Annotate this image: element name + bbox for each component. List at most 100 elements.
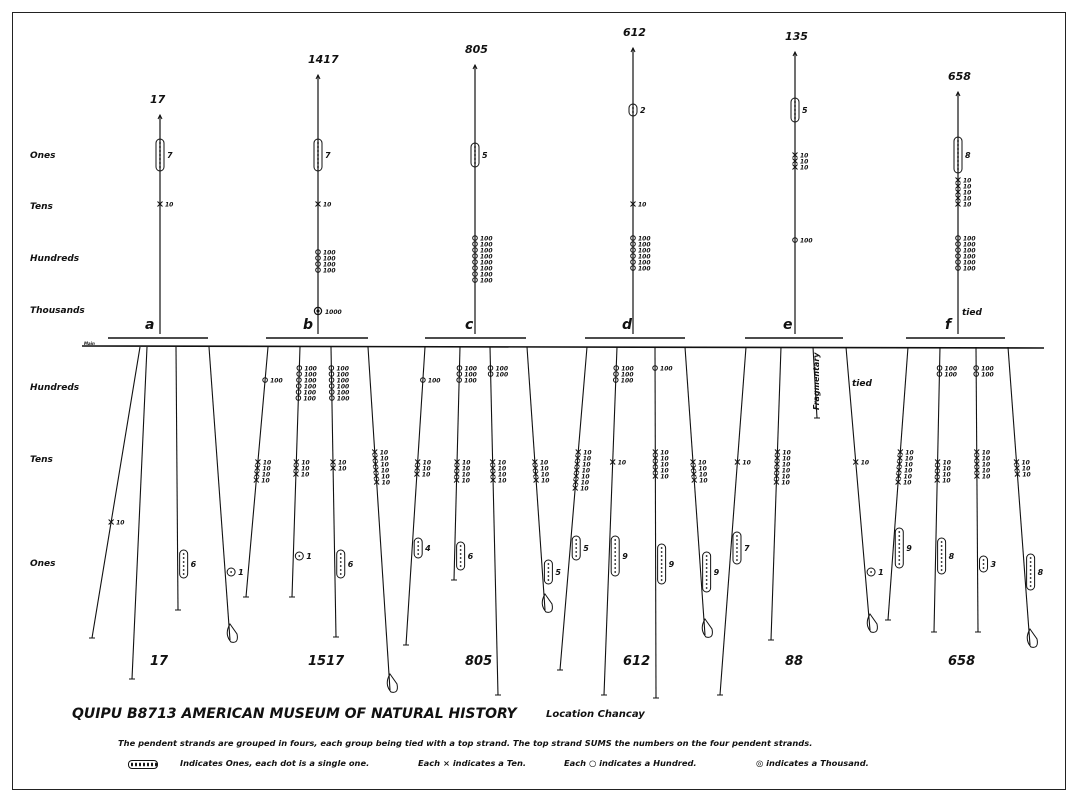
pendant-hundreds-label: 100 bbox=[621, 372, 634, 379]
pendant-strand bbox=[91, 346, 141, 639]
pendant-hundreds-knot bbox=[262, 377, 268, 383]
pendant-tens-knot bbox=[574, 461, 581, 467]
pendant-ones-cluster-dot bbox=[459, 545, 462, 547]
pendant-ones-cluster-dot bbox=[982, 563, 985, 565]
pendant-tens-label: 10 bbox=[618, 460, 626, 467]
pendant-strand bbox=[245, 346, 269, 598]
pendant-ones-cluster-dot bbox=[547, 571, 550, 573]
pendant-tens-knot bbox=[652, 467, 659, 473]
pendant-hundreds-knot bbox=[612, 377, 619, 383]
pendant-ones-cluster-dot bbox=[940, 565, 943, 567]
pendant-tens-label: 10 bbox=[263, 460, 271, 467]
pendant-tens-label: 10 bbox=[861, 460, 869, 467]
top-hundreds-knot bbox=[630, 253, 636, 259]
top-hundreds-knot bbox=[630, 259, 636, 265]
top-hundreds-label: 100 bbox=[638, 266, 651, 273]
pendant-ones-cluster-dot bbox=[614, 539, 617, 541]
pendant-ones-cluster-dot bbox=[705, 567, 708, 569]
legend-hundred-text: Each ○ indicates a Hundred. bbox=[564, 758, 697, 768]
top-hundreds-label: 100 bbox=[480, 254, 493, 261]
pendant-ones-cluster bbox=[336, 549, 346, 579]
pendant-ones-cluster-dot bbox=[1029, 581, 1032, 583]
pendant-ones-cluster-count: 9 bbox=[622, 552, 628, 561]
pendant-ones-cluster-dot bbox=[614, 555, 617, 557]
top-ones-cluster-dot bbox=[317, 162, 319, 164]
top-hundreds-knot bbox=[630, 247, 636, 253]
top-hundreds-knot bbox=[955, 265, 961, 271]
pendant-ones-cluster-dot bbox=[898, 531, 901, 533]
pendant-tens-knot bbox=[414, 465, 421, 471]
top-tens-knot bbox=[955, 177, 961, 183]
pendant-tens-label: 10 bbox=[338, 466, 346, 473]
pendant-hundreds-label: 100 bbox=[495, 366, 508, 373]
pendant-ones-cluster-dot bbox=[940, 557, 943, 559]
pendant-ones-cluster-dot bbox=[898, 539, 901, 541]
top-ones-cluster-dot bbox=[794, 105, 796, 107]
top-hundreds-label: 100 bbox=[963, 248, 976, 255]
pendant-tens-knot bbox=[490, 471, 496, 477]
pendant-tens-knot bbox=[453, 477, 460, 483]
pendant-hundreds-knot bbox=[456, 371, 463, 377]
pendant-ones-cluster-count: 5 bbox=[555, 568, 561, 577]
pendant-tens-knot bbox=[532, 459, 538, 465]
pendant-ones-cluster-dot bbox=[339, 561, 342, 563]
caption-location: Location Chancay bbox=[546, 709, 645, 720]
top-hundreds-knot bbox=[315, 267, 321, 273]
pendant-tens-label: 10 bbox=[381, 474, 389, 481]
pendant-strand bbox=[933, 346, 941, 633]
group-b: b141715177101001001001001000100101010101… bbox=[243, 53, 398, 693]
top-hundreds-label: 100 bbox=[963, 266, 976, 273]
top-tens-label: 10 bbox=[165, 202, 173, 209]
bottom-sum: 658 bbox=[948, 654, 975, 669]
pendant-hundreds-knot bbox=[936, 365, 943, 371]
pendant-tens-label: 10 bbox=[581, 474, 589, 481]
pendant-ones-cluster bbox=[702, 551, 712, 593]
top-tens-label: 10 bbox=[800, 159, 808, 166]
pendant-ones-cluster-dot bbox=[547, 579, 550, 581]
pendant-hundreds-label: 100 bbox=[337, 384, 350, 391]
pendant-loop-end bbox=[226, 623, 238, 643]
pendant-ones-cluster bbox=[866, 567, 876, 577]
top-hundreds-label: 100 bbox=[963, 242, 976, 249]
pendant-tens-label: 10 bbox=[698, 460, 706, 467]
pendant-tens-label: 10 bbox=[660, 450, 668, 457]
top-tens-knot bbox=[955, 195, 961, 201]
pendant-ones-cluster-dot bbox=[660, 551, 663, 553]
pendant-ones-cluster-dot bbox=[898, 547, 901, 549]
pendant-ones-cluster-dot bbox=[736, 547, 738, 549]
pendant-tens-knot bbox=[533, 477, 539, 483]
pendant-ones-cluster-dot bbox=[339, 565, 342, 567]
pendant-ones-cluster-dot bbox=[705, 587, 708, 589]
pendant-ones-cluster-dot bbox=[614, 551, 617, 553]
top-hundreds-label: 100 bbox=[638, 236, 651, 243]
pendant-ones-cluster-dot bbox=[898, 551, 901, 553]
pendant-tens-knot bbox=[734, 459, 741, 465]
top-hundreds-label: 100 bbox=[963, 260, 976, 267]
pendant-ones-cluster-dot bbox=[660, 567, 663, 569]
pendant-ones-cluster-count: 6 bbox=[348, 560, 354, 569]
pendant-ones-cluster-dot bbox=[940, 569, 943, 571]
top-ones-cluster bbox=[470, 142, 480, 168]
pendant-tens-knot bbox=[253, 477, 260, 483]
pendant-strand bbox=[453, 346, 461, 581]
legend-ten-text: Each × indicates a Ten. bbox=[418, 758, 527, 768]
top-hundreds-knot bbox=[315, 249, 321, 255]
pendant-tens-label: 10 bbox=[782, 456, 790, 463]
pendant-tens-knot bbox=[896, 461, 903, 467]
main-cord bbox=[81, 345, 1045, 349]
pendant-ones-cluster bbox=[413, 537, 423, 559]
pendant-ones-cluster-dot bbox=[870, 571, 872, 573]
top-hundreds-label: 100 bbox=[800, 238, 813, 245]
top-ones-cluster-dot bbox=[159, 146, 161, 148]
top-hundreds-knot bbox=[472, 253, 478, 259]
top-ones-cluster-dot bbox=[317, 166, 319, 168]
pendant-tens-label: 10 bbox=[581, 480, 589, 487]
pendant-tens-label: 10 bbox=[982, 468, 990, 475]
top-ones-cluster-dot bbox=[159, 154, 161, 156]
top-tens-knot bbox=[955, 201, 961, 207]
pendant-tens-knot bbox=[253, 471, 260, 477]
pendant-tens-label: 10 bbox=[582, 462, 590, 469]
